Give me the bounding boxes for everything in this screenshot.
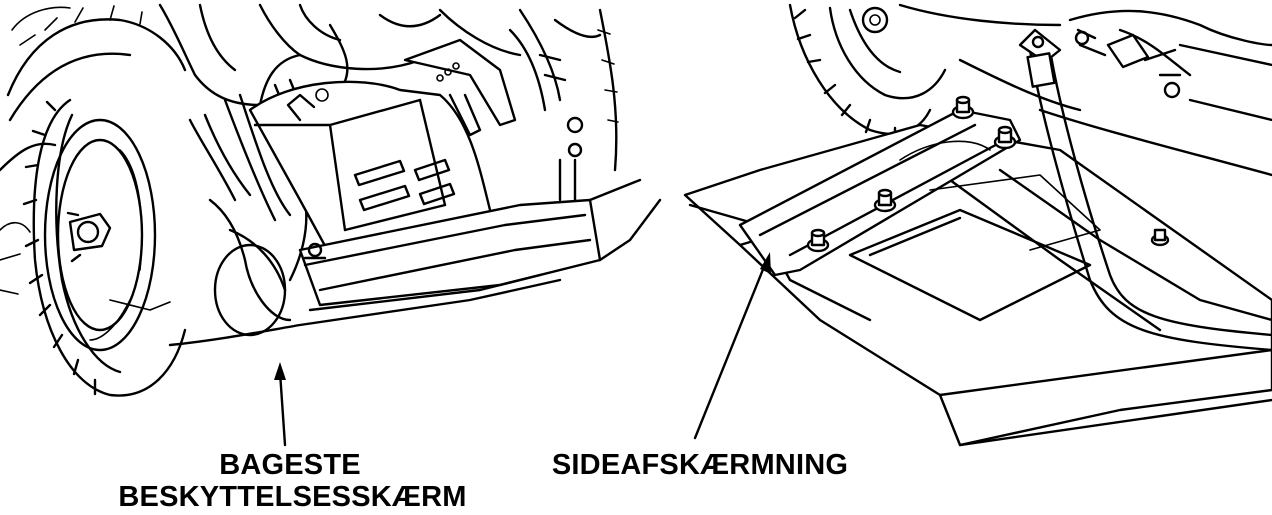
left-rear-tyre bbox=[0, 5, 187, 295]
left-chain-case bbox=[248, 80, 497, 257]
rear-guard-leader-arrow bbox=[274, 362, 287, 447]
bolt-icon bbox=[873, 188, 897, 213]
left-illustration-rear-guard bbox=[0, 3, 662, 447]
left-engine-body bbox=[158, 3, 522, 337]
side-guard bbox=[683, 123, 1272, 447]
right-wheel bbox=[788, 3, 947, 142]
left-depth-lever bbox=[403, 8, 584, 212]
side-guard-label: SIDEAFSKÆRMNING bbox=[551, 449, 849, 481]
rear-guard-label-line1: BAGESTE bbox=[219, 449, 361, 481]
side-guard-recess bbox=[848, 174, 1101, 322]
rear-guard-label-line2: BESKYTTELSESSKÆRM bbox=[118, 481, 467, 513]
bolt-icon bbox=[806, 228, 830, 253]
side-guard-bolts bbox=[806, 95, 1170, 253]
right-illustration-side-guard bbox=[683, 3, 1272, 447]
side-guard-leader-arrow bbox=[693, 252, 771, 440]
bolt-icon bbox=[993, 125, 1017, 150]
right-handle-tube bbox=[1018, 28, 1272, 352]
bolt-icon bbox=[951, 95, 975, 120]
rear-guard bbox=[168, 178, 662, 347]
left-front-wheel bbox=[22, 98, 187, 397]
bolt-icon bbox=[1150, 228, 1170, 247]
left-far-tyre bbox=[553, 8, 619, 172]
